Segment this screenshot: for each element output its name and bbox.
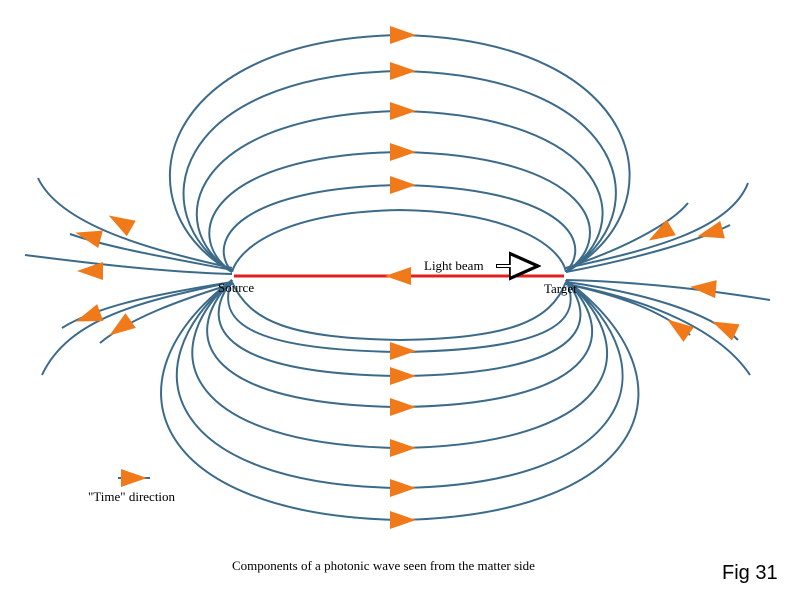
direction-arrow-icon bbox=[390, 439, 416, 457]
source-line-1 bbox=[37, 177, 233, 269]
upper-loop-4 bbox=[208, 150, 591, 273]
direction-arrow-icon bbox=[390, 26, 416, 44]
upper-loop-5 bbox=[222, 183, 577, 273]
legend: "Time" direction bbox=[88, 469, 176, 504]
source-label: Source bbox=[218, 280, 254, 295]
legend-arrow-icon bbox=[121, 469, 147, 487]
source-open-lines bbox=[24, 177, 233, 376]
figure-label: Fig 31 bbox=[722, 562, 778, 584]
target-label: Target bbox=[544, 281, 577, 296]
direction-arrow-icon bbox=[75, 304, 104, 322]
lower-loop-5 bbox=[217, 279, 582, 378]
direction-arrow-icon bbox=[390, 143, 416, 161]
target-line-2 bbox=[565, 202, 689, 269]
direction-arrow-icon bbox=[390, 398, 416, 416]
light-beam-label: Light beam bbox=[424, 258, 484, 273]
direction-arrow-icon bbox=[648, 219, 676, 241]
direction-arrow-icon bbox=[667, 319, 694, 342]
lower-loop-7 bbox=[231, 281, 567, 342]
target-line-1 bbox=[565, 182, 749, 269]
direction-arrow-icon bbox=[390, 367, 416, 385]
lower-loop-4 bbox=[206, 279, 593, 409]
target-line-4 bbox=[565, 279, 771, 301]
legend-label: "Time" direction bbox=[88, 489, 176, 504]
target-line-7 bbox=[565, 283, 751, 376]
direction-arrow-icon bbox=[109, 313, 136, 336]
source-line-6 bbox=[41, 281, 233, 376]
source-line-4 bbox=[61, 281, 233, 329]
direction-arrow-icon bbox=[385, 267, 411, 285]
direction-arrow-icon bbox=[690, 280, 717, 299]
direction-arrow-icon bbox=[390, 511, 416, 529]
direction-arrow-icon bbox=[390, 342, 416, 360]
lower-loop-2 bbox=[175, 279, 624, 490]
target-open-lines bbox=[565, 182, 771, 376]
direction-arrow-icon bbox=[712, 321, 740, 341]
direction-arrows bbox=[75, 26, 740, 529]
upper-loop-2 bbox=[182, 69, 617, 273]
source-line-3 bbox=[24, 254, 233, 275]
direction-arrow-icon bbox=[108, 215, 136, 237]
diagram-caption: Components of a photonic wave seen from … bbox=[232, 558, 535, 573]
direction-arrow-icon bbox=[390, 176, 416, 194]
direction-arrow-icon bbox=[390, 102, 416, 120]
lower-loop-6 bbox=[227, 279, 572, 354]
direction-arrow-icon bbox=[77, 262, 103, 280]
upper-loop-6 bbox=[231, 208, 567, 273]
direction-arrow-icon bbox=[390, 62, 416, 80]
target-line-5 bbox=[565, 283, 691, 336]
direction-arrow-icon bbox=[390, 479, 416, 497]
lower-loop-3 bbox=[191, 279, 608, 450]
upper-loop-3 bbox=[195, 109, 604, 273]
direction-arrow-icon bbox=[697, 220, 725, 239]
direction-arrow-icon bbox=[75, 230, 103, 249]
